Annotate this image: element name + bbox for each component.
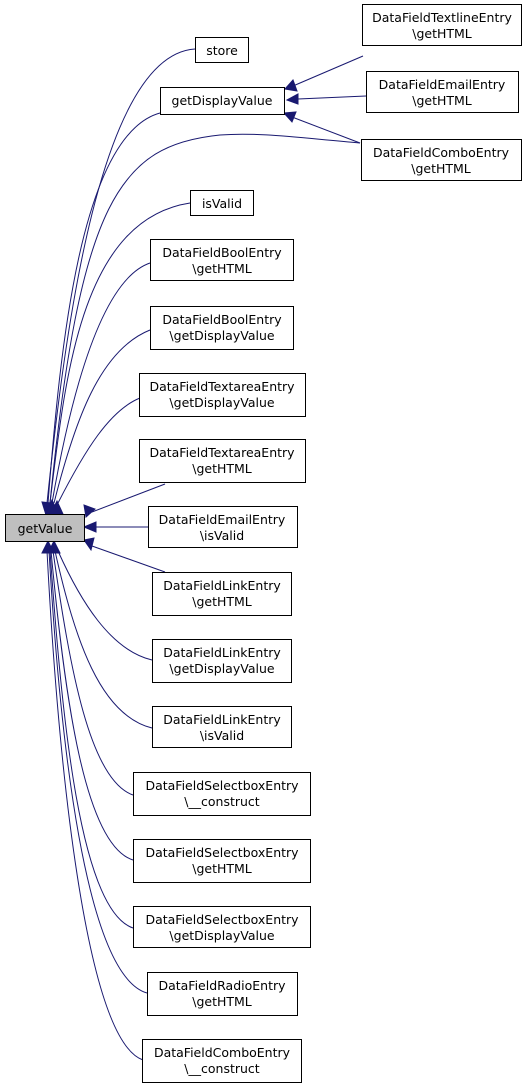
edge-bool-getHTML-to-getValue [51, 262, 151, 504]
edge-radio-getHTML-to-getValue [48, 550, 148, 994]
edge-selectbox-getDisplayValue-to-getValue [49, 550, 134, 929]
svg-text:\getDisplayValue: \getDisplayValue [169, 661, 274, 676]
edge-textline-getHTML-to-getDisplayValue [284, 55, 364, 92]
svg-text:store: store [206, 43, 238, 58]
svg-text:DataFieldEmailEntry: DataFieldEmailEntry [159, 512, 286, 527]
node-link-getHTML[interactable]: DataFieldLinkEntry \getHTML [152, 572, 292, 616]
node-email-getHTML[interactable]: DataFieldEmailEntry \getHTML [366, 71, 519, 113]
edge-bool-getDisplayValue-to-getValue [53, 329, 151, 504]
edge-combo-getHTML-to-getDisplayValue [282, 111, 361, 144]
svg-text:DataFieldEmailEntry: DataFieldEmailEntry [379, 77, 506, 92]
node-link-isValid[interactable]: DataFieldLinkEntry \isValid [152, 706, 292, 748]
svg-text:DataFieldLinkEntry: DataFieldLinkEntry [163, 645, 281, 660]
svg-text:\getHTML: \getHTML [192, 861, 252, 876]
svg-text:\getHTML: \getHTML [192, 261, 252, 276]
edge-email-getHTML-to-getDisplayValue [285, 93, 367, 105]
svg-text:getValue: getValue [18, 521, 73, 536]
svg-text:isValid: isValid [202, 196, 242, 211]
node-getValue[interactable]: getValue [5, 514, 85, 542]
edge-link-isValid-to-getValue [54, 550, 153, 729]
node-link-getDisplayValue[interactable]: DataFieldLinkEntry \getDisplayValue [152, 639, 292, 683]
edge-textarea-getHTML-to-getValue [83, 483, 166, 518]
svg-text:DataFieldLinkEntry: DataFieldLinkEntry [163, 712, 281, 727]
node-combo-getHTML[interactable]: DataFieldComboEntry \getHTML [361, 139, 522, 181]
svg-text:\isValid: \isValid [200, 528, 244, 543]
node-radio-getHTML[interactable]: DataFieldRadioEntry \getHTML [147, 972, 298, 1016]
node-bool-getHTML[interactable]: DataFieldBoolEntry \getHTML [150, 239, 294, 281]
svg-text:DataFieldLinkEntry: DataFieldLinkEntry [163, 578, 281, 593]
arrowhead-getValue-bottom [41, 539, 61, 554]
edge-combo-construct-to-getValue [46, 550, 144, 1061]
svg-text:DataFieldBoolEntry: DataFieldBoolEntry [162, 312, 282, 327]
edge-link-getHTML-to-getValue [83, 537, 166, 573]
edge-getDisplayValue-to-getValue [47, 112, 161, 504]
node-selectbox-getHTML[interactable]: DataFieldSelectboxEntry \getHTML [133, 839, 311, 883]
node-store[interactable]: store [195, 37, 249, 63]
node-isValid[interactable]: isValid [190, 190, 254, 216]
svg-text:\getDisplayValue: \getDisplayValue [169, 928, 274, 943]
svg-text:\getDisplayValue: \getDisplayValue [169, 328, 274, 343]
svg-text:\__construct: \__construct [184, 1061, 260, 1076]
svg-text:\getDisplayValue: \getDisplayValue [169, 395, 274, 410]
svg-text:DataFieldTextareaEntry: DataFieldTextareaEntry [149, 445, 295, 460]
node-combo-construct[interactable]: DataFieldComboEntry \__construct [142, 1039, 302, 1083]
node-textarea-getDisplayValue[interactable]: DataFieldTextareaEntry \getDisplayValue [139, 373, 306, 417]
svg-text:\getHTML: \getHTML [411, 161, 471, 176]
svg-text:\getHTML: \getHTML [412, 93, 472, 108]
svg-text:DataFieldBoolEntry: DataFieldBoolEntry [162, 245, 282, 260]
node-textarea-getHTML[interactable]: DataFieldTextareaEntry \getHTML [139, 439, 306, 483]
svg-text:\getHTML: \getHTML [412, 26, 472, 41]
svg-text:\getHTML: \getHTML [192, 461, 252, 476]
edge-combo-getHTML-to-getValue [49, 133, 361, 504]
svg-text:DataFieldTextareaEntry: DataFieldTextareaEntry [149, 379, 295, 394]
svg-text:DataFieldComboEntry: DataFieldComboEntry [154, 1045, 291, 1060]
edge-selectbox-getHTML-to-getValue [50, 550, 134, 861]
svg-text:DataFieldSelectboxEntry: DataFieldSelectboxEntry [145, 912, 299, 927]
svg-text:DataFieldSelectboxEntry: DataFieldSelectboxEntry [145, 845, 299, 860]
svg-text:\__construct: \__construct [184, 794, 260, 809]
edge-selectbox-construct-to-getValue [52, 550, 134, 796]
nodes-layer: getValue store getDisplayValue DataField… [5, 4, 522, 1083]
svg-text:\getHTML: \getHTML [192, 594, 252, 609]
node-email-isValid[interactable]: DataFieldEmailEntry \isValid [148, 506, 298, 548]
node-bool-getDisplayValue[interactable]: DataFieldBoolEntry \getDisplayValue [150, 306, 294, 350]
svg-text:DataFieldSelectboxEntry: DataFieldSelectboxEntry [145, 778, 299, 793]
node-selectbox-getDisplayValue[interactable]: DataFieldSelectboxEntry \getDisplayValue [133, 906, 311, 948]
svg-text:\isValid: \isValid [200, 728, 244, 743]
edge-isValid-to-getValue [49, 202, 191, 504]
edges-layer [41, 48, 367, 1061]
svg-text:DataFieldComboEntry: DataFieldComboEntry [373, 145, 510, 160]
node-textline-getHTML[interactable]: DataFieldTextlineEntry \getHTML [362, 4, 522, 46]
svg-text:getDisplayValue: getDisplayValue [172, 93, 273, 108]
svg-text:DataFieldRadioEntry: DataFieldRadioEntry [158, 978, 286, 993]
edge-email-isValid-to-getValue [82, 521, 148, 533]
svg-text:\getHTML: \getHTML [192, 994, 252, 1009]
edge-link-getDisplayValue-to-getValue [57, 550, 153, 661]
node-getDisplayValue[interactable]: getDisplayValue [160, 87, 285, 115]
edge-textarea-getDisplayValue-to-getValue [57, 397, 141, 504]
node-selectbox-construct[interactable]: DataFieldSelectboxEntry \__construct [133, 772, 311, 816]
svg-text:DataFieldTextlineEntry: DataFieldTextlineEntry [372, 10, 512, 25]
